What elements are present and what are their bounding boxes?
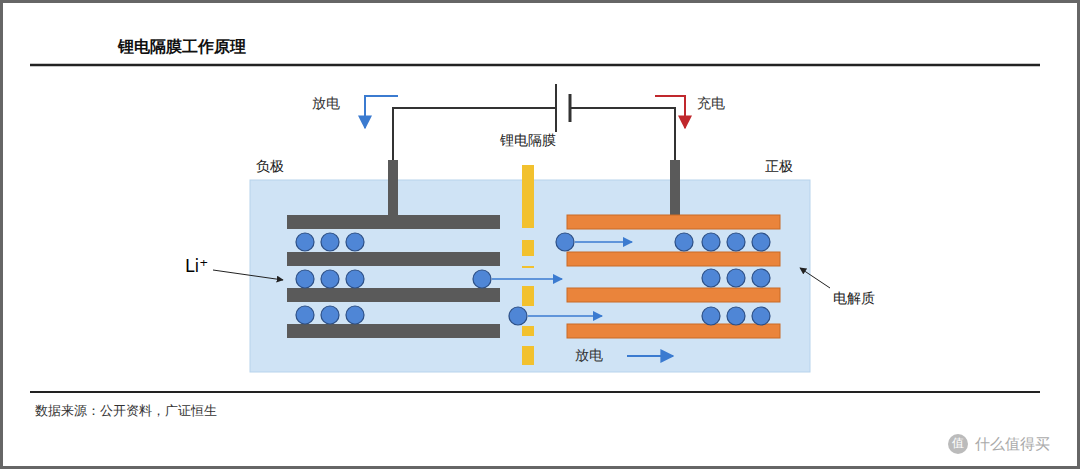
ion-motion-arrow <box>575 241 632 243</box>
lithium-ion <box>296 233 314 251</box>
lithium-ion <box>321 270 339 288</box>
separator-segment <box>522 266 534 268</box>
leader-line <box>213 270 283 280</box>
title-rule <box>30 64 1040 67</box>
lithium-ion <box>556 233 574 251</box>
cathode-plate <box>567 288 780 302</box>
footer-rule <box>30 391 1040 393</box>
lithium-ion <box>346 233 364 251</box>
lithium-ion <box>509 307 527 325</box>
lithium-ion <box>346 270 364 288</box>
lithium-ion <box>675 233 693 251</box>
separator-segment <box>522 286 534 306</box>
separator-segment <box>522 165 534 228</box>
lithium-ion <box>752 307 770 325</box>
battery-plate <box>555 84 557 132</box>
lithium-ion <box>321 306 339 324</box>
separator-segment <box>522 346 534 365</box>
electrode-label: 正极 <box>765 158 793 175</box>
part-label: 电解质 <box>833 290 875 307</box>
lithium-ion <box>702 233 720 251</box>
lithium-ion <box>296 270 314 288</box>
positive-electrode <box>567 160 780 338</box>
cathode-plate <box>567 215 780 229</box>
lithium-ion <box>702 307 720 325</box>
lithium-ion <box>752 269 770 287</box>
electrode-tab <box>670 160 680 216</box>
battery-symbol <box>556 84 570 132</box>
separator-segment <box>522 326 534 336</box>
flow-label: 充电 <box>697 95 725 112</box>
electrode-tab <box>388 160 398 216</box>
negative-electrode <box>287 160 500 338</box>
battery-plate <box>569 94 572 122</box>
ion-motion-arrow <box>492 278 562 280</box>
ion-label: Li⁺ <box>185 256 208 276</box>
lithium-ions <box>296 233 770 325</box>
cathode-plate <box>567 324 780 338</box>
lithium-ion <box>346 306 364 324</box>
lithium-ion <box>321 233 339 251</box>
lithium-ion <box>752 233 770 251</box>
electrode-label: 锂电隔膜 <box>488 132 568 149</box>
watermark-logo-text: 值 <box>951 436 965 450</box>
lithium-ion <box>702 269 720 287</box>
separator-segment <box>522 240 534 256</box>
charge-arrow <box>655 96 685 128</box>
cathode-plate <box>567 252 780 266</box>
anode-plate <box>287 215 500 229</box>
lithium-ion <box>727 307 745 325</box>
watermark: 什么值得买 <box>975 435 1050 453</box>
lithium-ion <box>727 269 745 287</box>
anode-plate <box>287 288 500 302</box>
flow-label: 放电 <box>312 95 340 112</box>
electrode-label: 负极 <box>256 158 284 175</box>
circuit-wire <box>393 108 675 160</box>
discharge-arrow <box>627 355 673 357</box>
lithium-ion <box>296 306 314 324</box>
diagram-title: 锂电隔膜工作原理 <box>118 37 246 56</box>
battery-gap <box>557 100 569 116</box>
leader-line <box>800 268 830 288</box>
positive-electrode: 正极 <box>567 160 780 340</box>
connector-layer <box>393 108 675 160</box>
anode-plate <box>287 324 500 338</box>
ion-motion-arrow <box>528 315 602 317</box>
anode-plate <box>287 252 500 266</box>
negative-electrode: 负极 <box>287 160 500 340</box>
lithium-ion <box>727 233 745 251</box>
separator <box>522 165 534 365</box>
flow-label: 放电 <box>575 347 603 364</box>
watermark-logo <box>948 434 968 454</box>
separator: 锂电隔膜 <box>522 165 534 365</box>
lithium-ion <box>473 270 491 288</box>
source-caption: 数据来源：公开资料，广证恒生 <box>35 403 217 419</box>
